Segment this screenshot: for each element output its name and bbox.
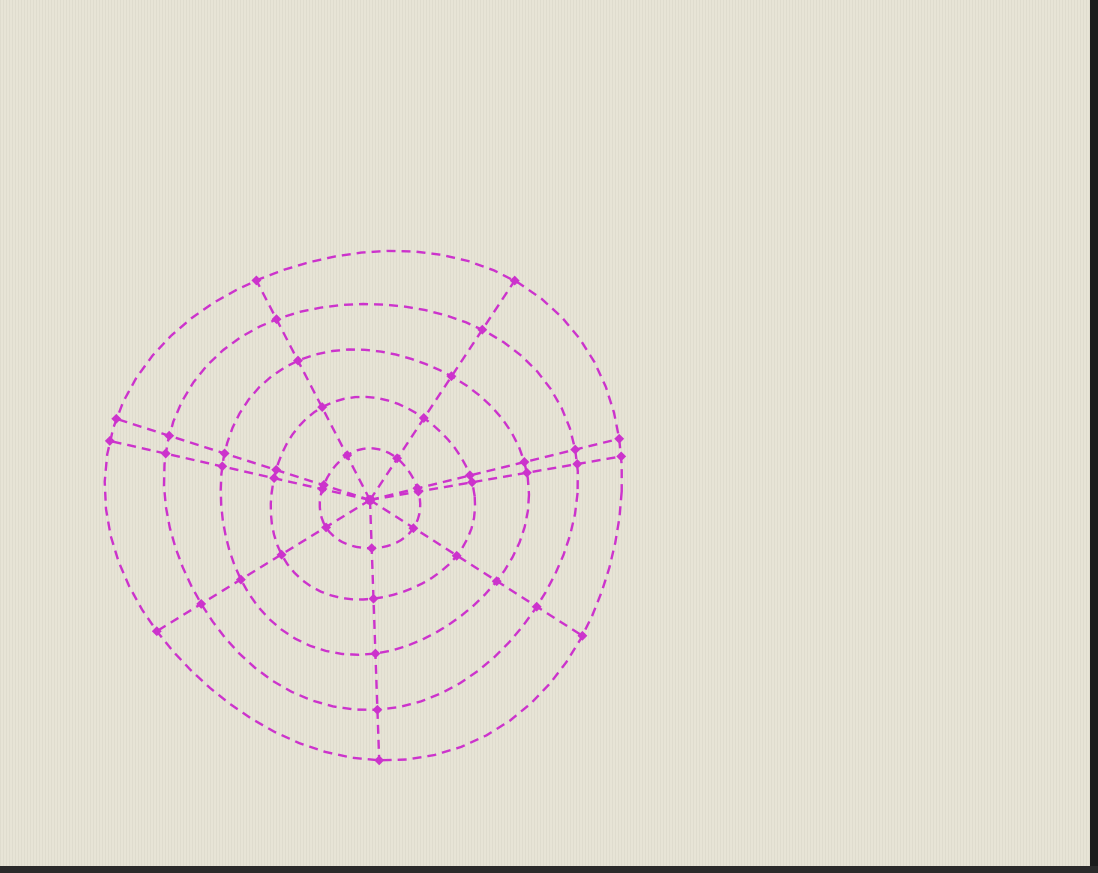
- web-knot: [251, 275, 262, 286]
- web-knot: [271, 464, 282, 475]
- web-spoke: [369, 498, 584, 637]
- web-knot: [269, 473, 280, 484]
- web-knot: [521, 467, 532, 478]
- web-ring: [162, 302, 580, 712]
- web-knot: [519, 457, 530, 467]
- web-spoke: [255, 279, 372, 501]
- web-knot: [531, 601, 542, 612]
- web-knot: [104, 435, 115, 446]
- web-ring: [103, 249, 623, 762]
- web-knot: [451, 550, 462, 561]
- web-knot: [318, 480, 329, 490]
- web-knot: [372, 704, 383, 715]
- web-knot: [321, 522, 332, 533]
- web-knot: [151, 626, 162, 637]
- web-ring: [219, 348, 531, 657]
- web-knot: [317, 402, 328, 413]
- web-knot: [219, 448, 230, 459]
- web-knot: [366, 543, 377, 554]
- monitor-bezel-bottom: [0, 866, 1098, 873]
- web-spoke: [368, 499, 381, 761]
- web-knot: [477, 324, 488, 335]
- web-spoke: [368, 279, 516, 501]
- web-ring: [269, 395, 477, 601]
- web-knot: [614, 433, 625, 444]
- web-knot: [196, 598, 207, 609]
- web-knot: [160, 448, 171, 459]
- web-knot: [293, 355, 303, 366]
- web-knot: [374, 755, 385, 766]
- web-knot: [408, 523, 419, 534]
- web-spoke: [369, 455, 622, 502]
- web-hub: [365, 495, 375, 505]
- web-knot: [368, 593, 379, 604]
- web-knot: [111, 413, 122, 424]
- web-knot: [572, 459, 583, 469]
- web-knot: [276, 549, 287, 560]
- web-knot: [235, 574, 246, 585]
- web-knot: [271, 314, 282, 325]
- web-spoke: [156, 498, 371, 633]
- web-knot: [370, 648, 381, 659]
- web-ring: [318, 447, 422, 550]
- web-knot: [570, 444, 581, 455]
- web-spoke: [109, 439, 371, 502]
- web-knot: [446, 371, 457, 382]
- web-knot: [491, 576, 502, 587]
- web-knot: [392, 453, 403, 464]
- web-knot: [217, 461, 228, 472]
- web-spoke: [369, 437, 620, 502]
- web-knot: [577, 630, 588, 641]
- web-knot: [509, 275, 520, 286]
- web-knot: [616, 451, 627, 462]
- web-spoke: [115, 417, 371, 502]
- web-knot: [164, 430, 175, 441]
- web-knot: [467, 477, 478, 488]
- monitor-bezel-right: [1090, 0, 1098, 873]
- web-knot: [342, 450, 353, 461]
- web-knot: [413, 486, 424, 497]
- web-knot: [418, 413, 429, 423]
